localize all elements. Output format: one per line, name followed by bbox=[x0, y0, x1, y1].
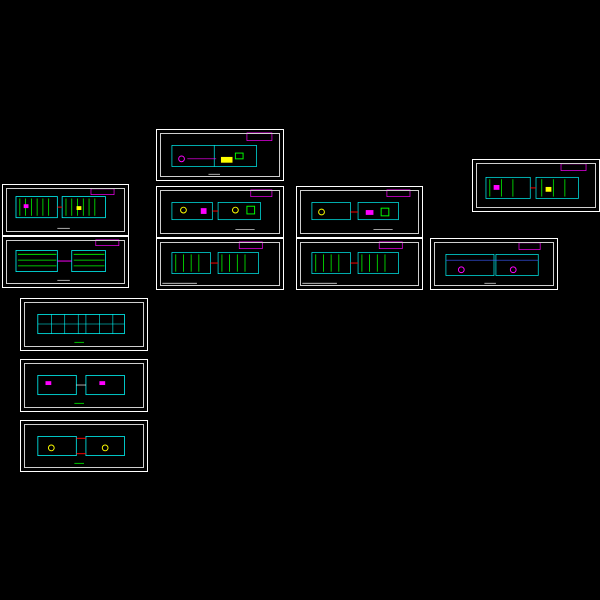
section-plan-8 bbox=[445, 242, 541, 284]
floor-plan-5 bbox=[162, 241, 263, 284]
floor-plan-2 bbox=[15, 239, 120, 281]
floor-plan-7 bbox=[302, 241, 403, 284]
drawing-sheet-12[interactable] bbox=[20, 420, 148, 472]
drawing-sheet-7[interactable] bbox=[296, 238, 423, 290]
drawing-sheet-8[interactable] bbox=[430, 238, 558, 290]
floor-plan-9 bbox=[485, 163, 587, 199]
drawing-sheet-4[interactable] bbox=[156, 186, 284, 238]
drawing-sheet-11[interactable] bbox=[20, 359, 148, 412]
floor-plan-6 bbox=[311, 189, 411, 230]
drawing-sheet-5[interactable] bbox=[156, 238, 284, 290]
floor-plan-11 bbox=[37, 375, 125, 404]
floor-plan-10 bbox=[37, 314, 125, 343]
drawing-sheet-2[interactable] bbox=[2, 236, 129, 288]
floor-plan-1 bbox=[15, 188, 115, 229]
drawing-sheet-1[interactable] bbox=[2, 184, 129, 236]
drawing-sheet-6[interactable] bbox=[296, 186, 423, 238]
floor-plan-12 bbox=[37, 436, 125, 464]
floor-plan-4 bbox=[171, 189, 273, 230]
floor-plan-3 bbox=[171, 132, 273, 175]
drawing-sheet-3[interactable] bbox=[156, 129, 284, 181]
drawing-sheet-10[interactable] bbox=[20, 298, 148, 351]
drawing-sheet-9[interactable] bbox=[472, 159, 600, 212]
